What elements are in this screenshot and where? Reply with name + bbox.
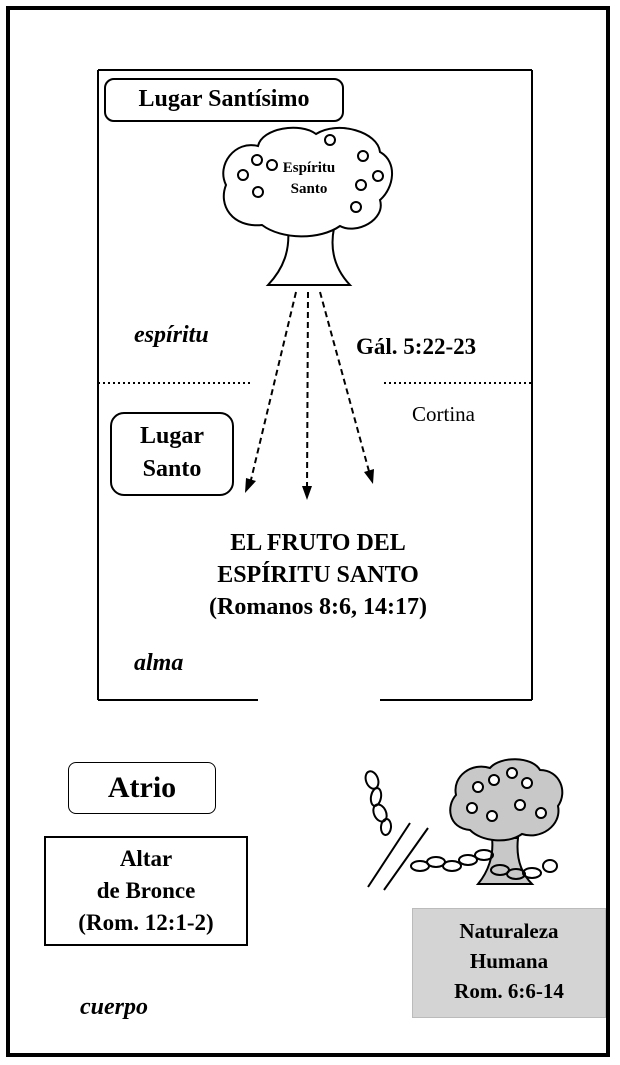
holy-place-box: Lugar Santo <box>110 412 234 496</box>
arrow-right-head <box>364 469 374 484</box>
arrow-heads <box>245 469 374 500</box>
arrow-middle-head <box>302 486 312 500</box>
curtain-label: Cortina <box>412 402 475 426</box>
human-tree-fruits <box>466 767 547 822</box>
spirit-tree-trunk <box>265 227 353 286</box>
arrow-left-head <box>245 478 256 493</box>
human-nature-line2: Humana <box>469 949 549 973</box>
holy-place-line2: Santo <box>142 456 202 482</box>
spirit-tree <box>222 126 394 286</box>
fruit-line2: ESPÍRITU SANTO <box>217 562 419 588</box>
altar-line1: Altar <box>119 846 173 871</box>
court-box: Atrio <box>68 762 216 814</box>
temple-walls <box>97 69 533 701</box>
outer-frame <box>6 6 610 1057</box>
human-nature-line1: Naturaleza <box>459 919 559 943</box>
arrow-middle <box>306 291 309 493</box>
cut-marks <box>367 822 429 891</box>
spirit-tree-crown <box>222 126 394 238</box>
galatians-reference: Gál. 5:22-23 <box>356 334 477 359</box>
human-tree-crown <box>449 758 564 842</box>
human-nature-line3: Rom. 6:6-14 <box>454 979 564 1003</box>
altar-box: Altar de Bronce (Rom. 12:1-2) <box>44 836 248 946</box>
body-label: cuerpo <box>80 994 148 1020</box>
arrow-right <box>319 291 371 476</box>
chains <box>364 770 558 880</box>
soul-label: alma <box>134 650 184 676</box>
human-nature-box: Naturaleza Humana Rom. 6:6-14 <box>412 908 606 1018</box>
spirit-label: espíritu <box>134 322 209 348</box>
fruit-arrows <box>249 291 371 493</box>
tree-label-line1: Espíritu <box>282 160 336 176</box>
holy-place-line1: Lugar <box>139 423 204 449</box>
court-label: Atrio <box>107 771 177 804</box>
altar-line3: (Rom. 12:1-2) <box>78 910 214 935</box>
arrow-left <box>249 291 297 485</box>
tree-label-line2: Santo <box>290 181 328 197</box>
altar-line2: de Bronce <box>96 878 196 903</box>
holy-of-holies-label: Lugar Santísimo <box>138 86 310 112</box>
spirit-tree-fruits <box>237 134 384 213</box>
holy-of-holies-box: Lugar Santísimo <box>104 78 344 122</box>
fruit-line1: EL FRUTO DEL <box>230 530 406 556</box>
fruit-line3: (Romanos 8:6, 14:17) <box>209 594 427 620</box>
